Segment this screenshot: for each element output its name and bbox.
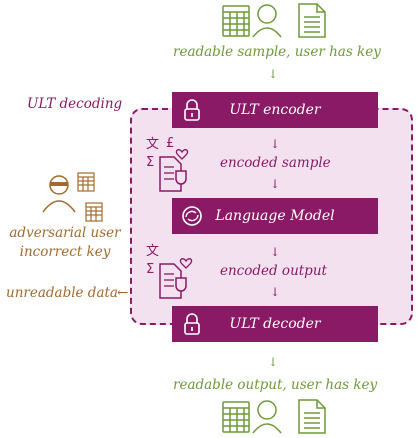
spreadsheet-icon (222, 5, 250, 37)
encoded-output-caption: encoded output (220, 263, 327, 279)
encoded-sample-arrow-in: ↓ (270, 137, 281, 151)
encoded-sample-caption: encoded sample (220, 155, 331, 171)
chinese-glyph: 文 (146, 137, 159, 152)
user-icon (252, 400, 282, 434)
encoded-output-icon: 文 Σ (146, 240, 196, 304)
sigma-glyph: Σ (146, 262, 154, 277)
language-model-box: Language Model (172, 198, 378, 234)
ult-encoder-label: ULT encoder (229, 102, 321, 118)
lock-icon (172, 313, 212, 335)
ult-decoder-box: ULT decoder (172, 306, 378, 342)
encoded-sample-arrow-out: ↓ (270, 177, 281, 191)
user-icon (252, 4, 282, 38)
lock-icon (172, 99, 212, 121)
encoded-output-arrow-in: ↓ (270, 245, 281, 259)
bottom-icon-group (219, 398, 334, 438)
adversary-line1: adversarial user (9, 225, 121, 241)
document-icon (298, 3, 326, 38)
ult-decoder-label: ULT decoder (229, 316, 321, 332)
adversary-line2: incorrect key (19, 244, 111, 260)
top-arrow: ↓ (268, 67, 279, 81)
spreadsheet-icon (85, 202, 103, 222)
ult-decoding-label: ULT decoding (27, 96, 123, 112)
unreadable-data-label: unreadable data (6, 285, 118, 301)
encoded-sample-icon: 文 £ Σ (146, 133, 196, 197)
chinese-glyph: 文 (146, 244, 159, 259)
top-caption: readable sample, user has key (173, 44, 381, 60)
top-icon-group (219, 2, 334, 42)
refresh-icon (172, 205, 212, 227)
unreadable-arrow: ← (117, 285, 129, 301)
language-model-label: Language Model (215, 208, 335, 224)
spreadsheet-icon (77, 172, 95, 192)
document-icon (298, 399, 326, 434)
bottom-caption: readable output, user has key (173, 377, 378, 393)
encoded-output-arrow-out: ↓ (270, 285, 281, 299)
ult-encoder-box: ULT encoder (172, 92, 378, 128)
bottom-arrow: ↓ (268, 355, 279, 369)
sigma-glyph: Σ (146, 155, 154, 170)
masked-user-icon (42, 175, 76, 213)
spreadsheet-icon (222, 401, 250, 433)
adversary-icon-group (40, 172, 110, 228)
pound-glyph: £ (166, 136, 174, 151)
